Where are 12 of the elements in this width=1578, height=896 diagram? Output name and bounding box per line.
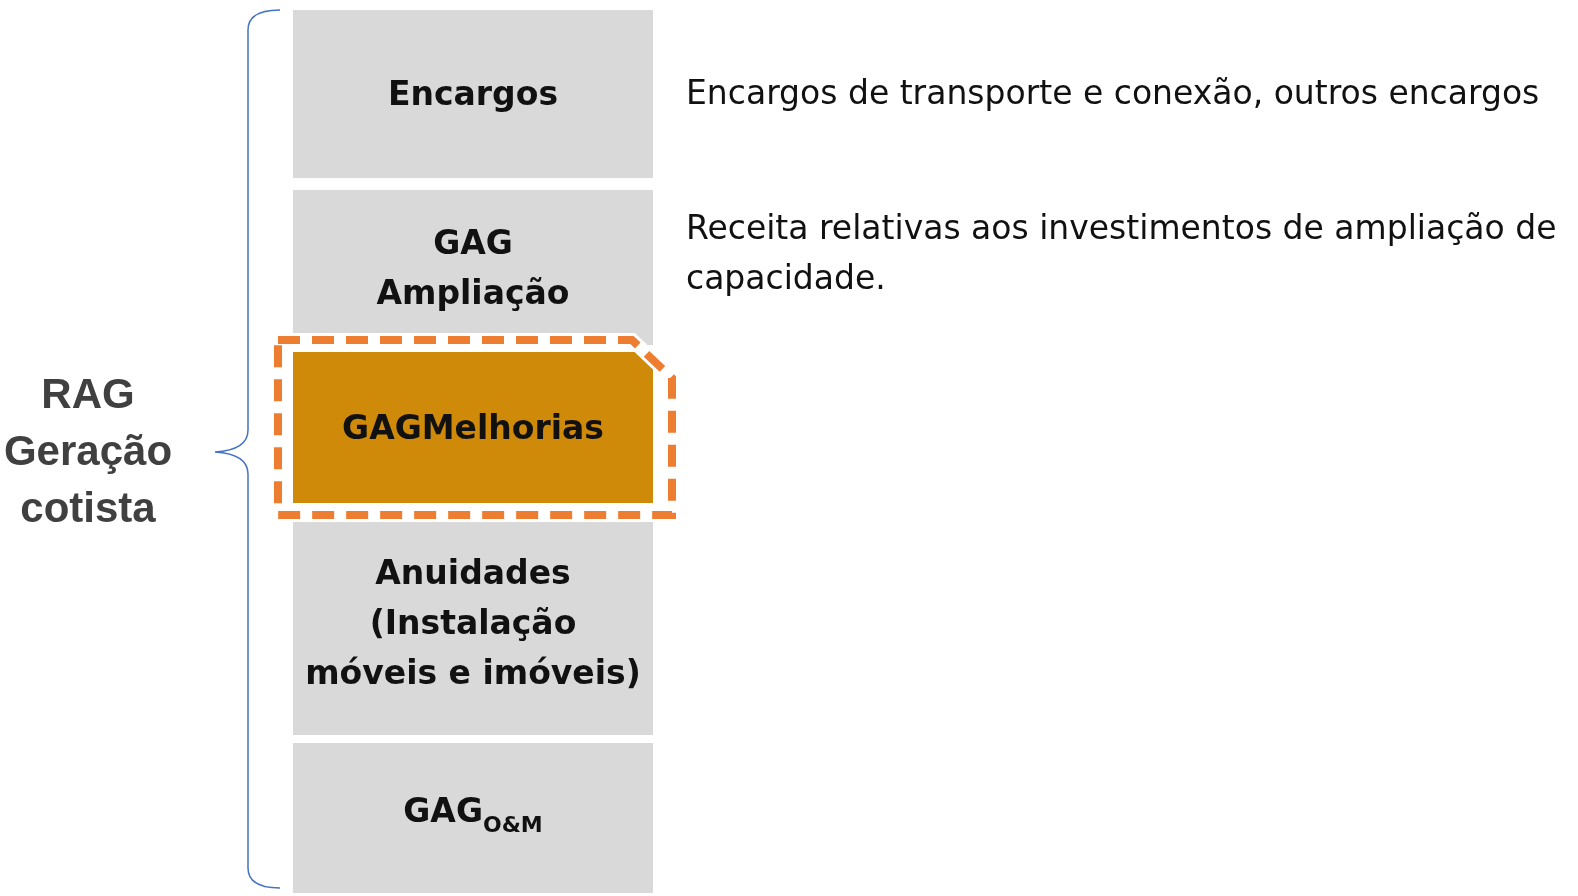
- block-label: GAG$_{O&M}$: [402, 790, 544, 839]
- block-label: GAGMelhorias: [341, 406, 605, 449]
- description-text: Receita relativas aos investimentos de ampliação de capacidade.: [686, 207, 1558, 299]
- block-label: Encargos: [386, 73, 560, 115]
- description-text: Encargos de transporte e conexão, outros encargos: [686, 72, 1541, 114]
- block-label: Anuidades (Instalação móveis e imóveis): [304, 551, 642, 694]
- cost-block: [293, 743, 653, 893]
- cost-block: [293, 190, 653, 345]
- block-label: GAG Ampliação: [375, 221, 571, 314]
- cost-block: [293, 10, 653, 178]
- cost-block: [293, 352, 653, 503]
- group-label: RAG Geração cotista: [0, 365, 176, 536]
